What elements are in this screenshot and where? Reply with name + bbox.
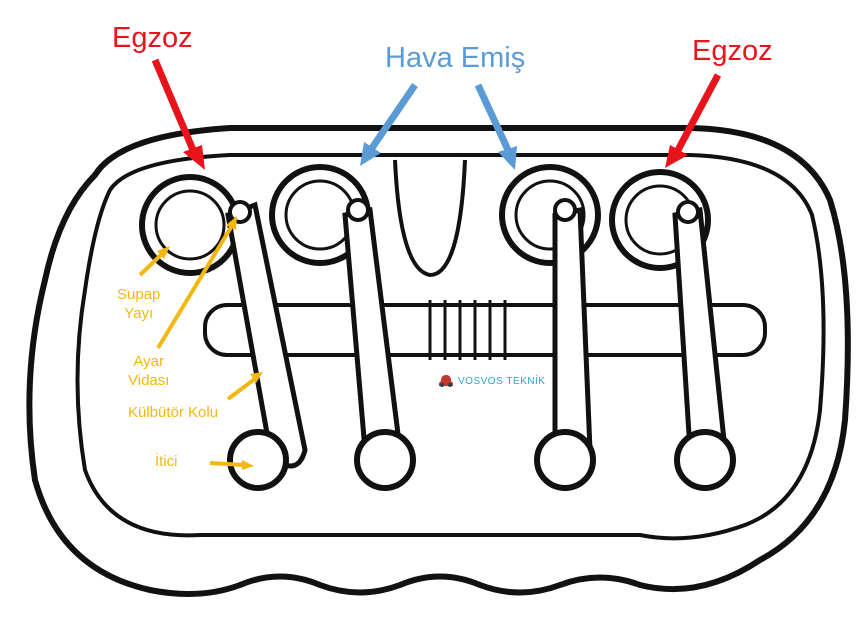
exhaust-arrows: [151, 58, 722, 170]
label-exhaust-left: Egzoz: [112, 22, 193, 54]
pushrod-holes: [227, 429, 736, 491]
label-adjust-screw: Ayar Vidası: [128, 353, 170, 389]
exhaust-arrow-left: [151, 58, 197, 152]
shaft-spring: [428, 300, 507, 360]
watermark-text: VOSVOS TEKNİK: [458, 375, 546, 387]
rocker-shaft: [203, 303, 767, 357]
exhaust-arrow-right: [674, 73, 722, 152]
inner-outline: [75, 153, 826, 541]
adjust-screws: [228, 198, 700, 224]
intake-arrow-right: [474, 83, 512, 152]
label-pushrod: İtici: [155, 453, 178, 470]
adjust-screw-arrow: [156, 222, 235, 350]
valve-spring-arrow: [138, 251, 165, 277]
label-intake: Hava Emiş: [385, 42, 526, 74]
label-valve-spring: Supap Yayı: [117, 286, 161, 322]
part-arrows: [138, 216, 263, 470]
label-rocker-arm: Külbütör Kolu: [128, 404, 219, 421]
beetle-car-icon: [439, 375, 453, 387]
intake-arrow-left: [369, 83, 418, 150]
cylinder-head-outline: [26, 125, 851, 597]
label-exhaust-right: Egzoz: [692, 35, 773, 67]
intake-arrows: [360, 83, 517, 170]
watermark: VOSVOS TEKNİK: [438, 374, 545, 388]
rocker-arm-arrow: [226, 376, 258, 401]
pushrod-arrow: [209, 461, 245, 467]
